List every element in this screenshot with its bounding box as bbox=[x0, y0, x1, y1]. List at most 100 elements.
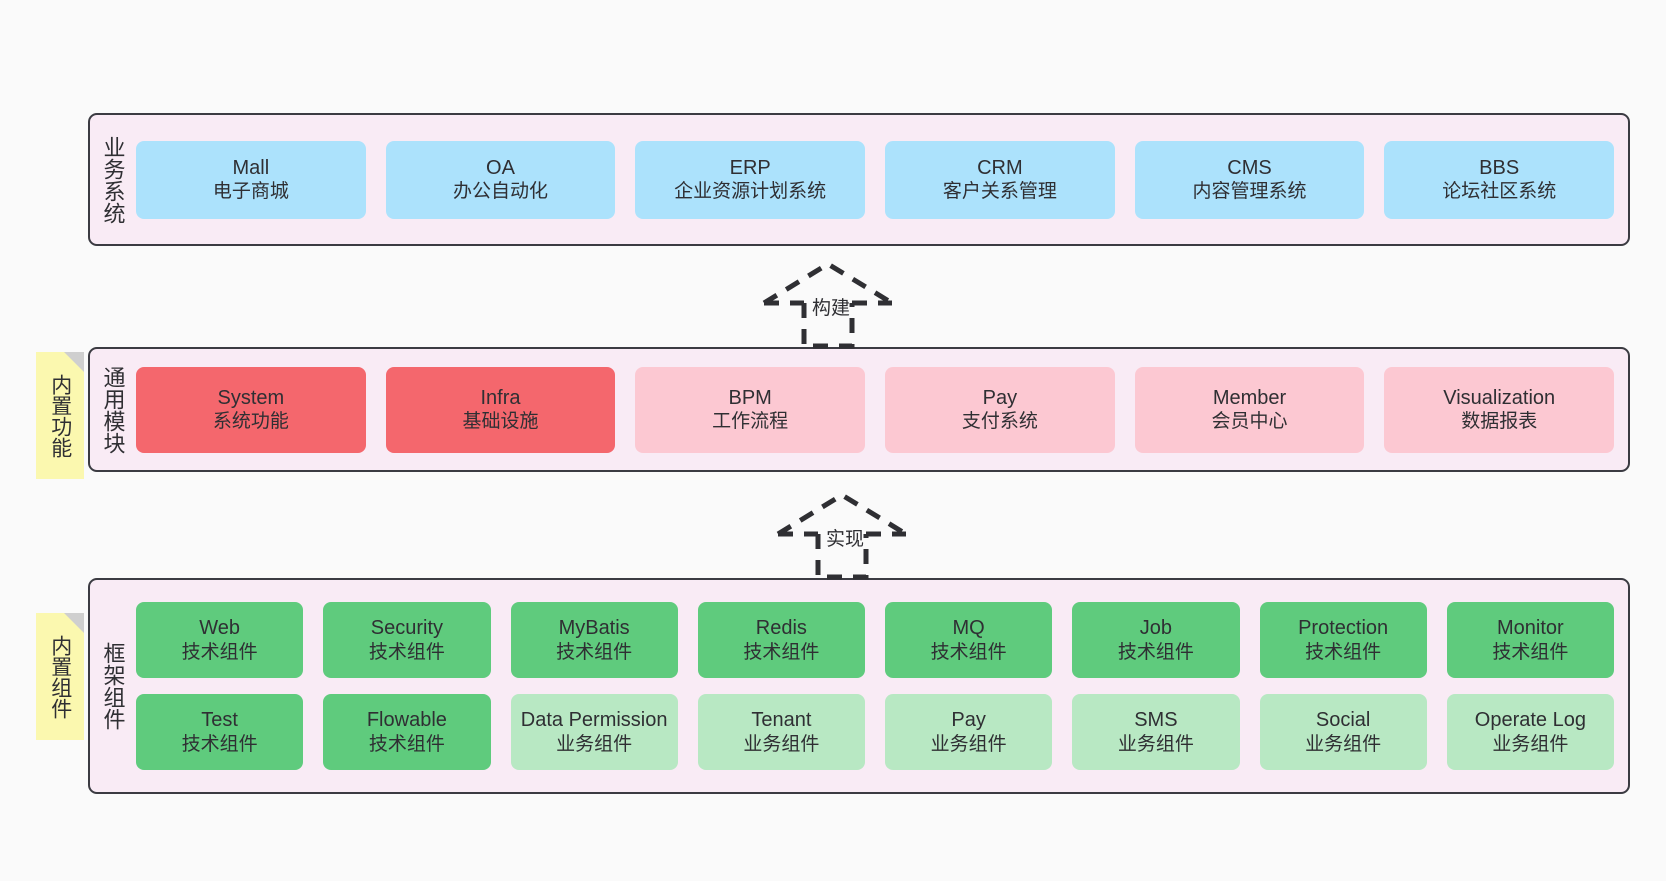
node-title-cn: 系统功能 bbox=[212, 411, 289, 433]
node-title-en: Protection bbox=[1298, 617, 1389, 640]
implement-arrow-label: 实现 bbox=[826, 529, 865, 550]
node-title-en: Social bbox=[1315, 709, 1371, 732]
node-title-en: MQ bbox=[952, 617, 985, 640]
node-title-en: Monitor bbox=[1497, 617, 1564, 640]
node-title-en: BBS bbox=[1479, 156, 1520, 179]
node-title-cn: 论坛社区系统 bbox=[1442, 181, 1557, 203]
implement-arrow bbox=[766, 489, 918, 581]
node-title-cn: 技术组件 bbox=[1117, 641, 1194, 663]
node-title-cn: 业务组件 bbox=[1305, 733, 1382, 755]
node-title-en: Test bbox=[201, 709, 238, 732]
node-title-en: Operate Log bbox=[1474, 709, 1586, 732]
sticky-note-label: 内置功能 bbox=[48, 373, 72, 458]
node-title-en: OA bbox=[486, 156, 515, 179]
node-title-en: CRM bbox=[977, 156, 1023, 179]
node-title-cn: 客户关系管理 bbox=[942, 181, 1057, 203]
node-title-cn: 技术组件 bbox=[368, 733, 445, 755]
node-title-en: Member bbox=[1212, 386, 1287, 409]
node-title-en: Web bbox=[199, 617, 240, 640]
node-title-cn: 技术组件 bbox=[556, 641, 633, 663]
node-title-cn: 技术组件 bbox=[1305, 641, 1382, 663]
node-title-cn: 支付系统 bbox=[961, 411, 1038, 433]
node-title-cn: 技术组件 bbox=[368, 641, 445, 663]
node-title-cn: 业务组件 bbox=[930, 733, 1007, 755]
layer-business-title: 业务系统 bbox=[100, 135, 126, 224]
sticky-note-label: 内置组件 bbox=[48, 634, 72, 719]
node-title-cn: 技术组件 bbox=[1492, 641, 1569, 663]
node-title-cn: 技术组件 bbox=[930, 641, 1007, 663]
node-title-en: BPM bbox=[728, 386, 772, 409]
node-title-en: SMS bbox=[1134, 709, 1178, 732]
node-title-cn: 基础设施 bbox=[462, 411, 539, 433]
node-title-en: Infra bbox=[480, 386, 521, 409]
build-arrow-label: 构建 bbox=[812, 298, 851, 319]
node-title-cn: 业务组件 bbox=[1117, 733, 1194, 755]
node-title-en: Data Permission bbox=[520, 709, 668, 732]
node-title-cn: 办公自动化 bbox=[453, 181, 549, 203]
node-title-en: Pay bbox=[982, 386, 1018, 409]
node-title-en: Visualization bbox=[1443, 386, 1556, 409]
node-title-en: Mall bbox=[232, 156, 270, 179]
build-arrow bbox=[752, 258, 904, 350]
node-title-cn: 业务组件 bbox=[1492, 733, 1569, 755]
node-title-cn: 电子商城 bbox=[212, 181, 289, 203]
node-title-en: Security bbox=[370, 617, 443, 640]
node-title-en: System bbox=[217, 386, 285, 409]
node-title-en: Redis bbox=[755, 617, 807, 640]
node-title-en: Job bbox=[1139, 617, 1172, 640]
node-title-cn: 企业资源计划系统 bbox=[674, 181, 827, 203]
sticky-note-builtin-features: 内置功能 bbox=[36, 352, 84, 479]
layer-framework-title: 框架组件 bbox=[100, 642, 126, 730]
node-title-cn: 数据报表 bbox=[1461, 411, 1538, 433]
node-title-en: MyBatis bbox=[558, 617, 630, 640]
node-title-cn: 业务组件 bbox=[743, 733, 820, 755]
node-title-en: ERP bbox=[729, 156, 771, 179]
sticky-note-builtin-components: 内置组件 bbox=[36, 613, 84, 740]
node-title-en: Tenant bbox=[751, 709, 812, 732]
node-title-cn: 技术组件 bbox=[181, 641, 258, 663]
node-title-en: CMS bbox=[1227, 156, 1272, 179]
node-title-en: Pay bbox=[951, 709, 986, 732]
node-title-cn: 内容管理系统 bbox=[1192, 181, 1307, 203]
node-title-cn: 会员中心 bbox=[1211, 411, 1288, 433]
node-title-cn: 业务组件 bbox=[556, 733, 633, 755]
fold-corner-icon bbox=[64, 352, 84, 372]
node-title-cn: 技术组件 bbox=[743, 641, 820, 663]
